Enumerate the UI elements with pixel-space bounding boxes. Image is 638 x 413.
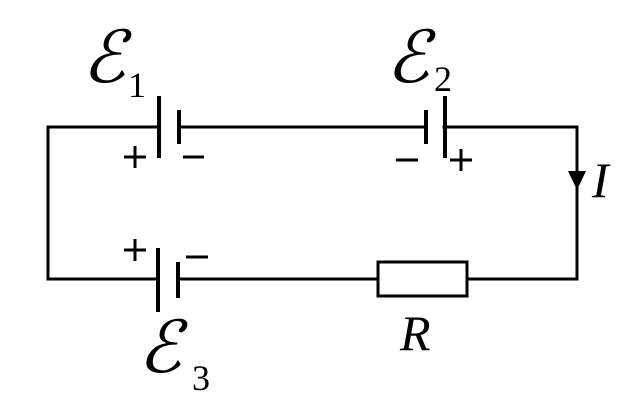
battery-3-subscript: 3 — [192, 358, 210, 398]
battery-3-label: ℰ 3 — [138, 305, 210, 398]
battery-2-emf-symbol: ℰ — [386, 15, 436, 99]
battery-2-subscript: 2 — [434, 59, 452, 99]
battery-2-label: ℰ 2 — [386, 15, 452, 99]
battery-3: ℰ 3 — [124, 239, 210, 398]
battery-3-plus-sign — [124, 239, 146, 261]
resistor: R — [376, 260, 469, 361]
current-indicator: I — [568, 152, 611, 208]
current-arrow-icon — [568, 171, 586, 190]
battery-1: ℰ 1 — [82, 15, 204, 168]
battery-1-label: ℰ 1 — [82, 15, 146, 105]
battery-1-plus-sign — [124, 146, 146, 168]
battery-2: ℰ 2 — [386, 15, 472, 171]
resistor-body — [376, 260, 469, 298]
battery-3-emf-symbol: ℰ — [138, 305, 188, 389]
battery-1-emf-symbol: ℰ — [82, 15, 132, 99]
battery-1-subscript: 1 — [128, 65, 146, 105]
resistor-label: R — [399, 305, 431, 361]
battery-2-plus-sign — [450, 149, 472, 171]
current-label: I — [591, 152, 611, 208]
